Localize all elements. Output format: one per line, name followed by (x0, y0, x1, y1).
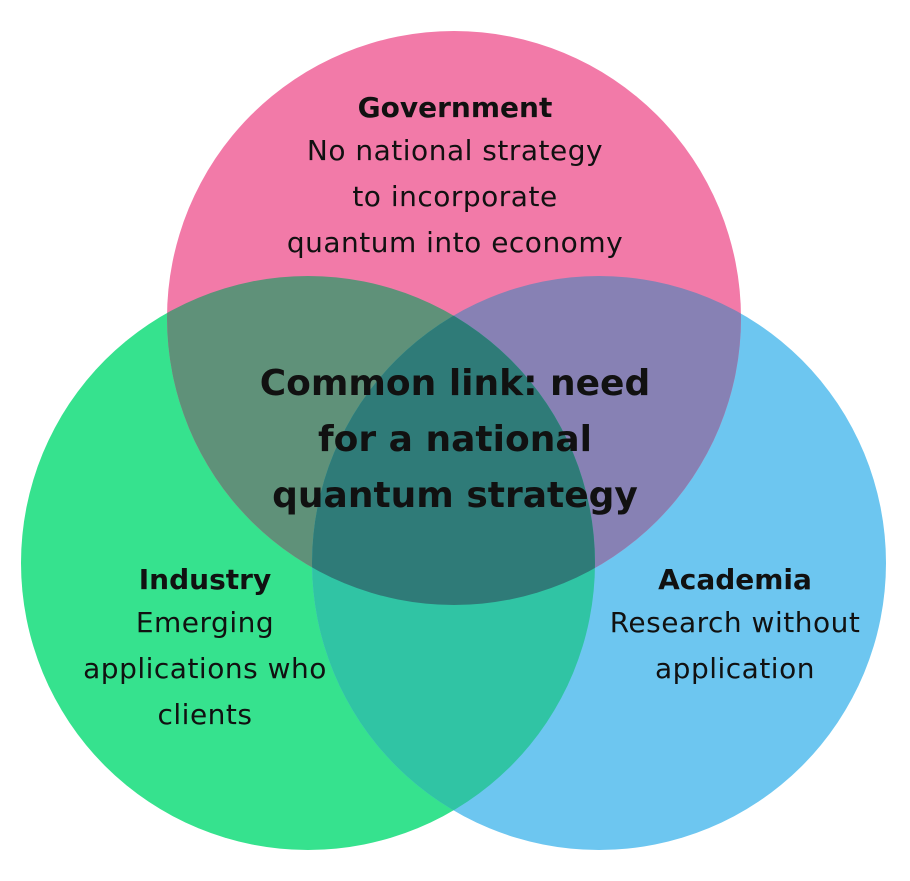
government-title: Government (357, 91, 553, 124)
government-line-2: to incorporate (352, 180, 558, 213)
center-line-1: Common link: need (259, 363, 651, 404)
government-line-1: No national strategy (306, 134, 604, 167)
industry-line-3: clients (157, 698, 253, 731)
center-label-block: Common link: need for a national quantum… (225, 356, 685, 524)
industry-line-1: Emerging (135, 606, 275, 639)
industry-line-2: applications who (83, 652, 327, 685)
center-line-2: for a national (318, 419, 592, 460)
triple-overlap (312, 276, 595, 605)
academia-label-block: Academia Research without application (585, 560, 885, 692)
government-label-block: Government No national strategy to incor… (255, 88, 655, 266)
industry-title: Industry (138, 563, 272, 596)
industry-label-block: Industry Emerging applications who clien… (55, 560, 355, 738)
academia-line-1: Research without (609, 606, 861, 639)
academia-line-2: application (655, 652, 815, 685)
government-line-3: quantum into economy (286, 226, 624, 259)
academia-title: Academia (658, 563, 812, 596)
center-line-3: quantum strategy (272, 475, 638, 516)
